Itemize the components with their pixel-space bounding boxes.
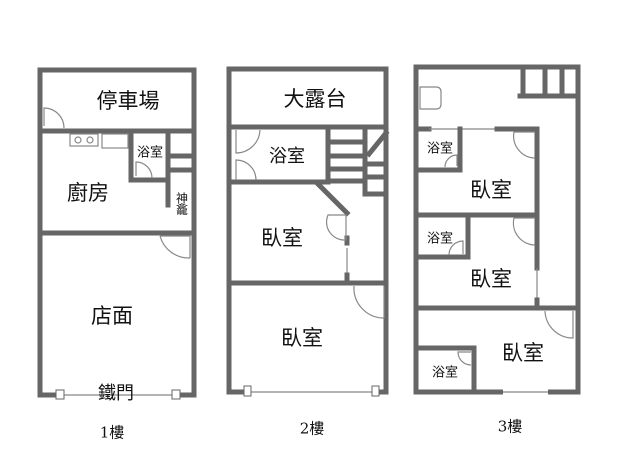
door-icon xyxy=(457,351,472,366)
room-label-bath: 浴室 xyxy=(426,231,454,247)
floor-1-walls xyxy=(37,67,197,400)
room-label-bedroom: 臥室 xyxy=(470,178,512,202)
room-label-bath: 浴室 xyxy=(269,146,305,167)
room-label-shop: 店面 xyxy=(91,304,133,328)
room-label-bedroom: 臥室 xyxy=(261,226,303,250)
room-label-gate: 鐵門 xyxy=(98,383,134,404)
floor-2-label: 2樓 xyxy=(299,419,325,438)
room-label-bedroom: 臥室 xyxy=(502,341,544,365)
door-icon xyxy=(544,310,574,339)
door-icon xyxy=(235,129,261,154)
door-icon xyxy=(325,214,347,241)
door-icon xyxy=(235,159,257,181)
floor-2-fixtures xyxy=(235,129,385,319)
floor-3-walls xyxy=(413,64,581,395)
room-label-altar: 神龕 xyxy=(174,192,189,214)
room-label-bath: 浴室 xyxy=(431,365,459,381)
door-icon xyxy=(448,240,464,256)
room-label-bedroom: 臥室 xyxy=(470,267,512,291)
door-icon xyxy=(43,107,65,129)
floor-1-fixtures xyxy=(43,107,191,259)
door-icon xyxy=(135,161,153,179)
floor-1-label: 1樓 xyxy=(99,423,125,442)
room-label-parking: 停車場 xyxy=(96,89,160,113)
floor-3-fixtures xyxy=(419,86,574,366)
floor-2-walls xyxy=(226,66,390,397)
door-icon xyxy=(444,154,458,168)
door-icon xyxy=(353,285,385,319)
door-icon xyxy=(513,131,536,159)
room-label-bath: 浴室 xyxy=(136,145,164,161)
door-icon xyxy=(159,235,191,259)
floor-3-outline xyxy=(413,64,581,395)
room-label-terrace: 大露台 xyxy=(283,87,347,111)
floor-3-label: 3樓 xyxy=(497,417,523,436)
door-icon xyxy=(512,217,536,246)
stove-icon xyxy=(69,133,99,147)
sink-icon xyxy=(101,133,129,149)
room-label-bath: 浴室 xyxy=(426,141,454,157)
room-label-kitchen: 廚房 xyxy=(67,181,109,205)
room-label-bedroom: 臥室 xyxy=(281,326,323,350)
bathtub-icon xyxy=(419,86,442,110)
